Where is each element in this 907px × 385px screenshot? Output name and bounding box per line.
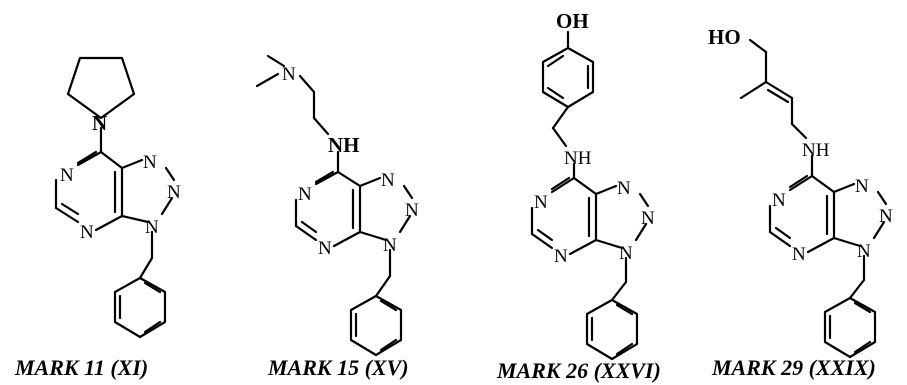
bond-c2-me — [739, 80, 768, 100]
atom-ho: HO — [708, 25, 741, 49]
atom-triazole-n2: N — [641, 208, 655, 229]
caption-mark-11: MARK 11 (XI) — [14, 355, 148, 380]
phenol-ring — [541, 46, 595, 109]
benzene-ring — [585, 298, 639, 361]
pyrimidine-ring — [54, 150, 124, 232]
compound-mark-11: N N N N N N MARK 11 (XI) — [14, 56, 181, 380]
bond-ch2-ph — [138, 256, 154, 280]
atom-n1: N — [60, 165, 74, 186]
atom-nh: NH — [564, 148, 592, 169]
caption-mark-26: MARK 26 (XXVI) — [496, 358, 661, 383]
double-bond-c2-c3 — [764, 80, 794, 104]
caption-mark-15: MARK 15 (XV) — [267, 355, 409, 380]
atom-n-dimethyl: N — [282, 64, 296, 85]
compound-mark-29: HO NH N N N N N MARK 29 (XXIX) — [708, 25, 893, 380]
compound-mark-15: N NH N N N N N MARK 15 (XV) — [255, 54, 419, 380]
bond-ho-ch2 — [748, 38, 768, 54]
atom-triazole-n1: N — [381, 170, 395, 191]
atom-n1: N — [534, 192, 548, 213]
bond-ph-ch2 — [551, 105, 570, 130]
atom-triazole-n1: N — [143, 152, 157, 173]
atom-nh: NH — [328, 133, 360, 157]
atom-oh: OH — [556, 9, 589, 33]
atom-triazole-n3: N — [619, 243, 633, 264]
triazole-ring — [832, 182, 888, 248]
atom-triazole-n1: N — [617, 178, 631, 199]
triazole-ring — [594, 184, 650, 250]
atom-triazole-n3: N — [145, 217, 159, 238]
triazole-ring — [358, 176, 414, 242]
atom-n-pyrrolidine: N — [92, 111, 107, 135]
bond-n-ch2a — [298, 74, 316, 94]
atom-n3: N — [792, 244, 806, 265]
benzene-ring — [823, 296, 877, 359]
atom-n1: N — [772, 190, 786, 211]
triazole-ring — [120, 158, 176, 224]
atom-nh: NH — [802, 140, 830, 161]
benzene-ring — [349, 294, 403, 357]
atom-triazole-n2: N — [879, 206, 893, 227]
pyrimidine-ring — [294, 170, 362, 248]
pyrrolidine-ring — [66, 56, 136, 120]
pyrimidine-ring — [530, 176, 598, 256]
atom-n3: N — [80, 222, 94, 243]
atom-triazole-n1: N — [855, 176, 869, 197]
atom-triazole-n3: N — [383, 235, 397, 256]
atom-n1: N — [298, 184, 312, 205]
caption-mark-29: MARK 29 (XXIX) — [711, 355, 876, 380]
atom-n3: N — [554, 246, 568, 267]
bond-ch2-nh — [551, 126, 568, 148]
bond-me1 — [266, 54, 286, 68]
bond-me2 — [255, 72, 280, 88]
pyrimidine-ring — [768, 174, 836, 254]
atom-triazole-n2: N — [405, 200, 419, 221]
compound-mark-26: OH NH N N N N N MARK 26 (XXVI) — [496, 9, 661, 383]
benzene-ring — [113, 276, 167, 339]
atom-triazole-n2: N — [167, 182, 181, 203]
bond-ch2b-nh — [312, 116, 330, 136]
atom-n3: N — [318, 238, 332, 259]
bond-ch2-nh — [790, 122, 808, 140]
atom-triazole-n3: N — [857, 241, 871, 262]
